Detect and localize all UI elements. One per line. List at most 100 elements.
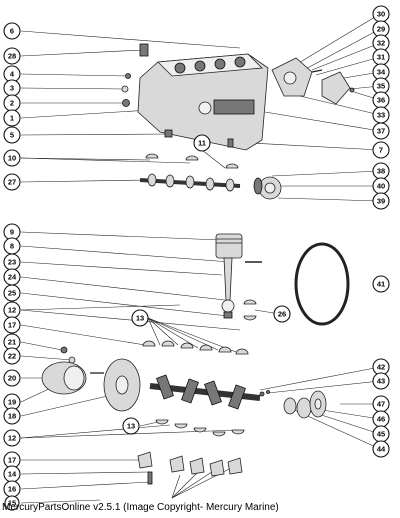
callout-11[interactable]: 11 xyxy=(193,134,211,152)
svg-text:13: 13 xyxy=(136,314,144,323)
callout-15[interactable]: 15 xyxy=(4,495,20,511)
crank-pulleys xyxy=(283,390,327,419)
svg-text:14: 14 xyxy=(8,470,17,479)
svg-text:8: 8 xyxy=(10,242,14,251)
svg-text:33: 33 xyxy=(377,111,385,120)
callout-12-lower[interactable]: 12 xyxy=(3,429,21,447)
svg-text:6: 6 xyxy=(10,27,14,36)
svg-text:22: 22 xyxy=(8,352,16,361)
piston-assembly xyxy=(215,233,262,319)
callout-47[interactable]: 47 xyxy=(372,395,390,413)
rod-bearing-lower xyxy=(243,315,257,321)
svg-text:15: 15 xyxy=(8,499,16,508)
svg-text:27: 27 xyxy=(8,178,16,187)
callout-30[interactable]: 30 xyxy=(372,5,390,23)
callout-45[interactable]: 45 xyxy=(372,425,390,443)
svg-text:30: 30 xyxy=(377,10,385,19)
rod-bearing xyxy=(243,299,257,305)
callout-38[interactable]: 38 xyxy=(372,162,390,180)
water-pump xyxy=(271,57,355,105)
plug-part xyxy=(139,43,149,57)
svg-text:39: 39 xyxy=(377,197,385,206)
svg-text:1: 1 xyxy=(10,114,14,123)
callout-31[interactable]: 31 xyxy=(372,48,390,66)
svg-text:40: 40 xyxy=(377,182,385,191)
svg-text:21: 21 xyxy=(8,338,16,347)
svg-text:4: 4 xyxy=(10,70,15,79)
svg-text:47: 47 xyxy=(377,400,385,409)
callout-17-lower[interactable]: 17 xyxy=(3,451,21,469)
callout-41[interactable]: 41 xyxy=(372,275,390,293)
callout-40[interactable]: 40 xyxy=(372,177,390,195)
svg-text:37: 37 xyxy=(377,127,385,136)
plug-hex xyxy=(122,99,130,107)
callout-20[interactable]: 20 xyxy=(3,369,21,387)
callout-26[interactable]: 26 xyxy=(273,305,291,323)
callout-1[interactable]: 1 xyxy=(3,109,21,127)
callout-7[interactable]: 7 xyxy=(372,141,390,159)
copyright-footer: MercuryPartsOnline v2.5.1 (Image Copyrig… xyxy=(2,502,279,513)
callout-4[interactable]: 4 xyxy=(3,65,21,83)
drive-belt xyxy=(294,242,350,326)
callout-33[interactable]: 33 xyxy=(372,106,390,124)
flywheel xyxy=(103,358,141,412)
callout-8[interactable]: 8 xyxy=(3,237,21,255)
callout-36[interactable]: 36 xyxy=(372,91,390,109)
svg-text:16: 16 xyxy=(8,485,16,494)
callout-39[interactable]: 39 xyxy=(372,192,390,210)
callout-6[interactable]: 6 xyxy=(3,22,21,40)
main-bearings-lower xyxy=(155,419,245,437)
svg-text:26: 26 xyxy=(278,310,286,319)
svg-text:9: 9 xyxy=(10,228,14,237)
svg-text:29: 29 xyxy=(377,25,385,34)
callout-43[interactable]: 43 xyxy=(372,372,390,390)
main-bearings-upper xyxy=(142,340,249,355)
plug-small xyxy=(125,73,131,79)
callout-22[interactable]: 22 xyxy=(3,347,21,365)
callout-13-upper[interactable]: 13 xyxy=(131,309,149,327)
callout-44[interactable]: 44 xyxy=(372,440,390,458)
svg-text:28: 28 xyxy=(8,52,16,61)
callout-46[interactable]: 46 xyxy=(372,410,390,428)
svg-text:23: 23 xyxy=(8,258,16,267)
callout-27[interactable]: 27 xyxy=(3,173,21,191)
plug-cup xyxy=(121,85,129,93)
svg-text:43: 43 xyxy=(377,377,385,386)
callout-18[interactable]: 18 xyxy=(3,407,21,425)
callout-17-upper[interactable]: 17 xyxy=(3,316,21,334)
svg-text:31: 31 xyxy=(377,53,385,62)
svg-text:38: 38 xyxy=(377,167,385,176)
svg-text:20: 20 xyxy=(8,374,16,383)
camshaft xyxy=(139,153,241,192)
callout-2[interactable]: 2 xyxy=(3,94,21,112)
leader-lines xyxy=(20,13,381,504)
svg-text:34: 34 xyxy=(377,68,386,77)
crankshaft xyxy=(149,374,270,410)
engine-block xyxy=(137,53,269,151)
svg-text:19: 19 xyxy=(8,398,16,407)
svg-text:13: 13 xyxy=(127,422,135,431)
svg-text:11: 11 xyxy=(198,139,206,148)
svg-text:10: 10 xyxy=(8,154,16,163)
callout-28[interactable]: 28 xyxy=(3,47,21,65)
callout-14[interactable]: 14 xyxy=(3,465,21,483)
svg-text:32: 32 xyxy=(377,39,385,48)
svg-text:41: 41 xyxy=(377,280,385,289)
callout-37[interactable]: 37 xyxy=(372,122,390,140)
svg-text:12: 12 xyxy=(8,434,16,443)
callout-5[interactable]: 5 xyxy=(3,126,21,144)
svg-text:36: 36 xyxy=(377,96,385,105)
callout-13-lower[interactable]: 13 xyxy=(122,417,140,435)
svg-text:5: 5 xyxy=(10,131,14,140)
callout-16[interactable]: 16 xyxy=(3,480,21,498)
svg-text:44: 44 xyxy=(377,445,386,454)
callout-25[interactable]: 25 xyxy=(3,284,21,302)
svg-text:45: 45 xyxy=(377,430,385,439)
callout-23[interactable]: 23 xyxy=(3,253,21,271)
callout-35[interactable]: 35 xyxy=(372,77,390,95)
callout-24[interactable]: 24 xyxy=(3,268,21,286)
callout-3[interactable]: 3 xyxy=(3,79,21,97)
callout-12-upper[interactable]: 12 xyxy=(3,301,21,319)
callout-10[interactable]: 10 xyxy=(3,149,21,167)
